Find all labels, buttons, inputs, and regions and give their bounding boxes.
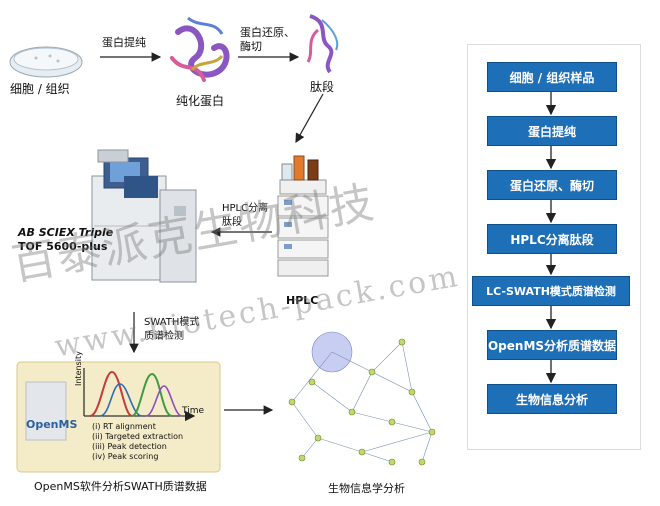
openms-item-2: (ii) Targeted extraction [92,432,184,441]
openms-axis-y: Intensity [74,351,83,386]
network-graph-icon [288,331,436,466]
hplc-separation-label: HPLC分离 肽段 [222,203,269,228]
flowchart-panel [467,44,641,450]
peptide-label: 肽段 [310,80,335,94]
openms-axis-x: Time [182,406,205,416]
openms-item-3: (iii) Peak detection [92,442,167,451]
purified-protein-label: 纯化蛋白 [176,94,225,108]
petri-dish-icon [9,46,83,78]
protein-extraction-label: 蛋白提纯 [102,36,146,49]
peptide-icon [306,14,339,74]
flow-step-5: LC-SWATH模式质谱检测 [472,276,630,306]
diagram-arrows [100,52,324,415]
flow-step-2: 蛋白提纯 [487,116,617,146]
flow-step-4: HPLC分离肽段 [487,224,617,254]
mass-spectrometer-icon [91,149,197,283]
hplc-instrument-icon [277,155,329,277]
flow-step-7: 生物信息分析 [487,384,617,414]
reduction-digestion-label: 蛋白还原、 酶切 [240,26,295,53]
flow-step-1: 细胞 / 组织样品 [487,62,617,92]
openms-caption: OpenMS软件分析SWATH质谱数据 [34,480,207,493]
bioinfo-caption: 生物信息学分析 [328,482,405,495]
swath-label: SWATH模式 质谱检测 [144,317,200,342]
instrument-name-line2: TOF 5600-plus [18,240,108,253]
flow-step-6: OpenMS分析质谱数据 [487,330,617,360]
openms-logo: OpenMS [26,418,78,431]
flow-step-3: 蛋白还原、酶切 [487,170,617,200]
purified-protein-icon [170,16,230,82]
instrument-name-line1: AB SCIEX Triple [18,226,114,239]
openms-panel [16,361,221,473]
hplc-label: HPLC [286,294,319,307]
cell-tissue-label: 细胞 / 组织 [10,82,70,96]
openms-item-1: (i) RT alignment [92,422,156,431]
openms-item-4: (iv) Peak scoring [92,452,159,461]
